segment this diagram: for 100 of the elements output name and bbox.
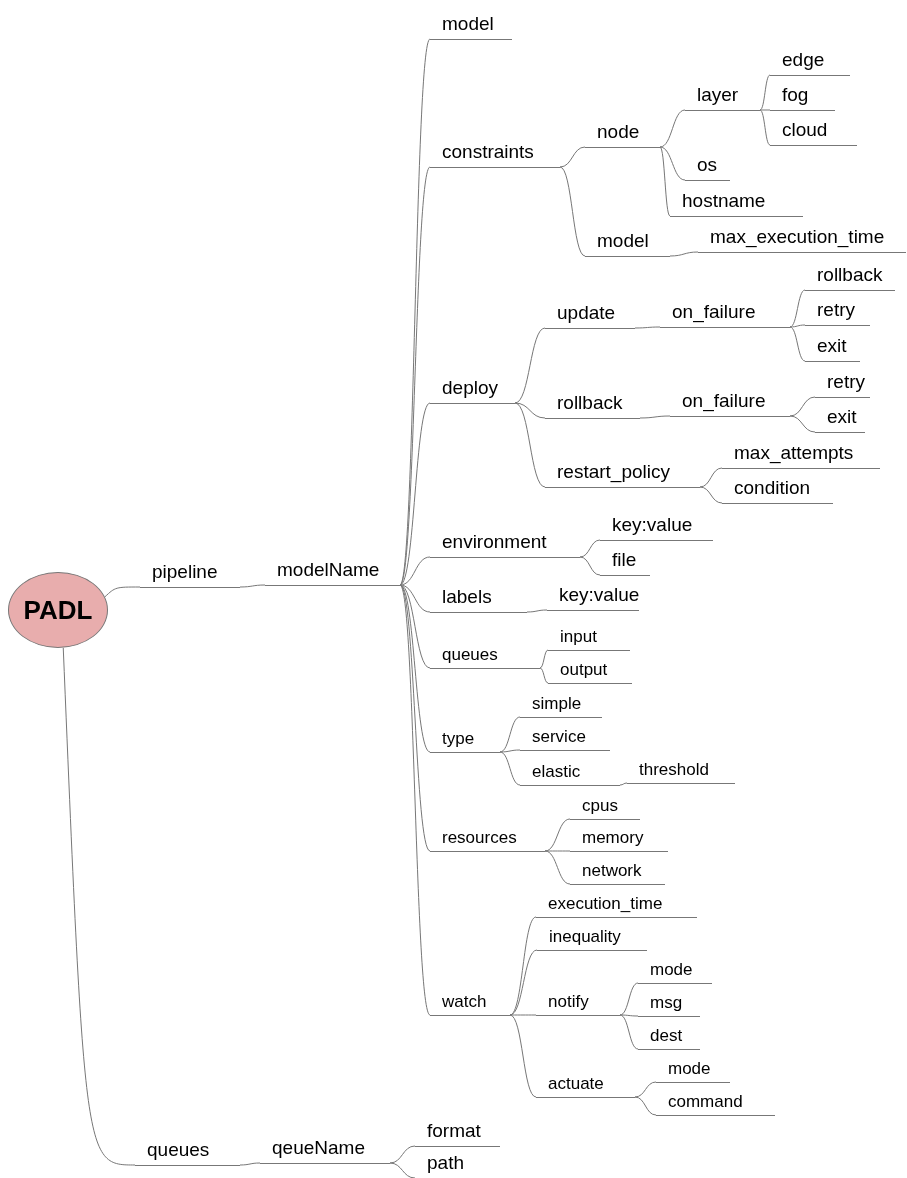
topic-label: rollback bbox=[545, 392, 640, 419]
topic-label: file bbox=[600, 549, 650, 576]
branch-line bbox=[509, 916, 537, 1016]
branch-line bbox=[659, 146, 686, 181]
topic-label: key:value bbox=[600, 514, 713, 541]
topic-label: type bbox=[430, 729, 500, 753]
branch-line bbox=[399, 556, 431, 586]
branch-line bbox=[509, 949, 538, 1016]
topic-label: command bbox=[656, 1092, 775, 1116]
topic-label: rollback bbox=[805, 264, 895, 291]
topic-label: exit bbox=[805, 335, 860, 362]
topic-label: restart_policy bbox=[545, 461, 700, 488]
topic-label: execution_time bbox=[536, 894, 697, 918]
branch-line bbox=[789, 324, 806, 328]
branch-line bbox=[399, 166, 431, 586]
branch-line bbox=[789, 326, 806, 362]
topic-label: input bbox=[548, 627, 630, 651]
branch-line bbox=[539, 649, 549, 669]
branch-line bbox=[399, 584, 431, 613]
topic-label: constraints bbox=[430, 141, 560, 168]
topic-label: node bbox=[585, 121, 660, 148]
branch-line bbox=[619, 782, 628, 786]
branch-line bbox=[789, 415, 816, 433]
topic-label: layer bbox=[685, 84, 760, 111]
topic-label: modelName bbox=[265, 559, 400, 586]
branch-line bbox=[559, 166, 586, 257]
branch-line bbox=[509, 1014, 537, 1098]
branch-line bbox=[499, 749, 521, 753]
topic-label: actuate bbox=[536, 1074, 635, 1098]
branch-line bbox=[389, 1145, 416, 1164]
topic-label: threshold bbox=[627, 760, 735, 784]
branch-line bbox=[399, 584, 431, 669]
topic-label: fog bbox=[770, 84, 835, 111]
topic-label: qeueName bbox=[260, 1137, 390, 1164]
branch-line bbox=[659, 146, 671, 217]
topic-label: mode bbox=[638, 960, 712, 984]
branch-line bbox=[389, 1162, 416, 1178]
branch-line bbox=[399, 584, 431, 1016]
branch-line bbox=[104, 586, 141, 598]
topic-label: elastic bbox=[520, 762, 620, 786]
topic-label: memory bbox=[570, 828, 668, 852]
topic-label: msg bbox=[638, 993, 700, 1017]
topic-label: output bbox=[548, 660, 632, 684]
topic-label: network bbox=[570, 861, 665, 885]
branch-line bbox=[514, 402, 546, 488]
topic-label: condition bbox=[722, 477, 833, 504]
branch-line bbox=[509, 1014, 537, 1016]
branch-line bbox=[619, 1014, 639, 1050]
topic-label: queues bbox=[430, 645, 540, 669]
branch-line bbox=[514, 327, 546, 404]
branch-line bbox=[544, 850, 571, 885]
branch-line bbox=[514, 402, 546, 419]
branch-line bbox=[759, 109, 771, 111]
branch-line bbox=[699, 467, 723, 488]
branch-line bbox=[499, 751, 521, 786]
topic-label: labels bbox=[430, 586, 527, 613]
topic-label: retry bbox=[805, 299, 870, 326]
topic-label: cpus bbox=[570, 796, 640, 820]
branch-line bbox=[559, 146, 586, 168]
topic-label: queues bbox=[135, 1139, 240, 1166]
branch-line bbox=[659, 109, 686, 148]
topic-label: format bbox=[415, 1120, 500, 1147]
topic-label: max_attempts bbox=[722, 442, 880, 469]
branch-line bbox=[619, 982, 639, 1016]
topic-label: key:value bbox=[547, 584, 639, 611]
topic-label: simple bbox=[520, 694, 602, 718]
branch-line bbox=[634, 326, 661, 329]
branch-line bbox=[239, 584, 266, 588]
topic-label: mode bbox=[656, 1059, 730, 1083]
branch-line bbox=[669, 251, 699, 257]
topic-label: exit bbox=[815, 406, 865, 433]
branch-line bbox=[634, 1096, 657, 1116]
branch-line bbox=[544, 850, 571, 852]
topic-label: max_execution_time bbox=[698, 226, 906, 253]
branch-line bbox=[789, 396, 816, 417]
branch-line bbox=[239, 1162, 261, 1166]
branch-line bbox=[759, 74, 771, 111]
branch-line bbox=[499, 716, 521, 753]
topic-label: on_failure bbox=[670, 390, 790, 417]
topic-label: retry bbox=[815, 371, 870, 398]
topic-label: service bbox=[520, 727, 610, 751]
branch-line bbox=[579, 556, 601, 576]
topic-label: pipeline bbox=[140, 561, 240, 588]
branch-line bbox=[639, 415, 671, 419]
topic-label: hostname bbox=[670, 190, 803, 217]
topic-label: dest bbox=[638, 1026, 700, 1050]
topic-label: watch bbox=[430, 992, 510, 1016]
topic-label: deploy bbox=[430, 377, 515, 404]
root-ellipse: PADL bbox=[8, 572, 108, 648]
branch-line bbox=[789, 289, 806, 328]
branch-line bbox=[759, 109, 771, 146]
branch-line bbox=[399, 402, 431, 586]
topic-label: model bbox=[430, 13, 512, 40]
branch-line bbox=[634, 1081, 657, 1098]
topic-label: cloud bbox=[770, 119, 857, 146]
branch-line bbox=[526, 609, 548, 613]
topic-label: os bbox=[685, 154, 730, 181]
topic-label: notify bbox=[536, 992, 620, 1016]
topic-label: update bbox=[545, 302, 635, 329]
branch-line bbox=[399, 584, 431, 753]
